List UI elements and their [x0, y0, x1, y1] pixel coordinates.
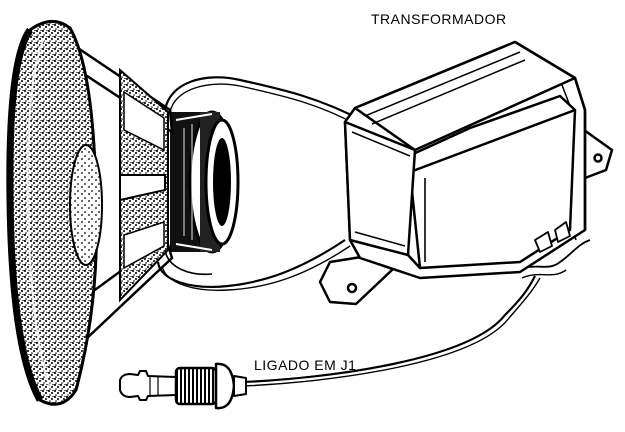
plug-jack — [119, 362, 247, 410]
speaker-magnet — [170, 110, 240, 254]
wire-to-plug — [243, 275, 536, 384]
transformer-coil — [398, 94, 577, 270]
wire-top — [163, 76, 366, 123]
plug-label: LIGADO EM J1 — [254, 357, 357, 373]
wires — [156, 76, 591, 387]
speaker-cone — [6, 20, 103, 406]
wire-bottom-inner — [161, 245, 351, 291]
plug-tip — [119, 370, 177, 401]
transformer — [318, 40, 614, 306]
wire-twist — [519, 239, 591, 271]
wire-to-plug-inner — [243, 277, 541, 387]
transformer-bracket — [318, 252, 394, 306]
wire-lower-speaker — [164, 249, 213, 276]
transformer-label: TRANSFORMADOR — [371, 11, 507, 27]
speaker-basket — [38, 34, 174, 358]
plug-barrel — [174, 366, 218, 406]
speaker — [6, 20, 240, 406]
wire-top-inner — [169, 83, 364, 129]
